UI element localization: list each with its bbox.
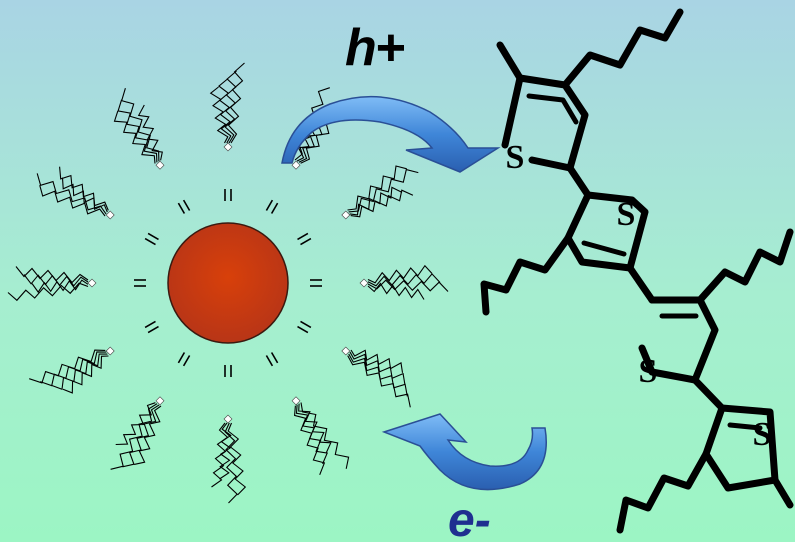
sulfur-label: S (506, 139, 525, 176)
ligand (7, 266, 97, 302)
sulfur-labels: S S S S (506, 139, 772, 453)
inter-ring-bond (626, 264, 656, 304)
spacer-bond (297, 232, 312, 246)
ligand (291, 396, 350, 476)
sulfur-label: S (639, 353, 658, 390)
hexyl-chain (616, 450, 710, 534)
spacer-bond (224, 189, 232, 201)
ligand-spacers (134, 189, 322, 377)
hole-transfer-arrow (281, 95, 501, 173)
spacer-bond (310, 279, 322, 287)
ring-double-bond (581, 240, 627, 257)
electron-transfer-label: e- (448, 494, 491, 542)
hole-transfer-label: h+ (345, 19, 405, 77)
inter-ring-bond (566, 164, 592, 199)
ligand (341, 346, 411, 408)
ligand (29, 346, 115, 394)
spacer-bond (297, 320, 312, 334)
spacer-bond (265, 352, 279, 367)
spacer-bond (265, 199, 279, 214)
spacer-bond (144, 320, 159, 334)
electron-transfer-arrow (381, 413, 547, 491)
sulfur-label: S (753, 416, 772, 453)
ring-double-bond (526, 93, 579, 125)
ligand (110, 396, 165, 470)
hexyl-chain (561, 8, 684, 89)
thiophene-ring (501, 74, 589, 172)
hexyl-chain (696, 228, 794, 304)
ligand (36, 166, 115, 220)
spacer-bond (177, 352, 191, 367)
methyl-group (496, 41, 524, 82)
spacer-bond (177, 199, 191, 214)
sulfur-label: S (617, 196, 636, 233)
ligand (211, 414, 247, 504)
thiophene-ring (702, 404, 779, 492)
ligand (209, 62, 245, 152)
spacer-bond (224, 365, 232, 377)
ligand (341, 165, 419, 220)
nanoparticle (167, 222, 289, 344)
thiophene-ring (638, 296, 719, 384)
hexyl-chain (480, 234, 572, 316)
polythiophene-chain (480, 8, 794, 534)
methyl-group (771, 476, 794, 509)
ligand (359, 264, 449, 300)
spacer-bond (134, 279, 146, 287)
ligand (113, 88, 165, 170)
spacer-bond (144, 232, 159, 246)
ring-double-bond (727, 422, 763, 431)
ligand-shell (7, 62, 449, 504)
inter-ring-bond (691, 376, 726, 412)
